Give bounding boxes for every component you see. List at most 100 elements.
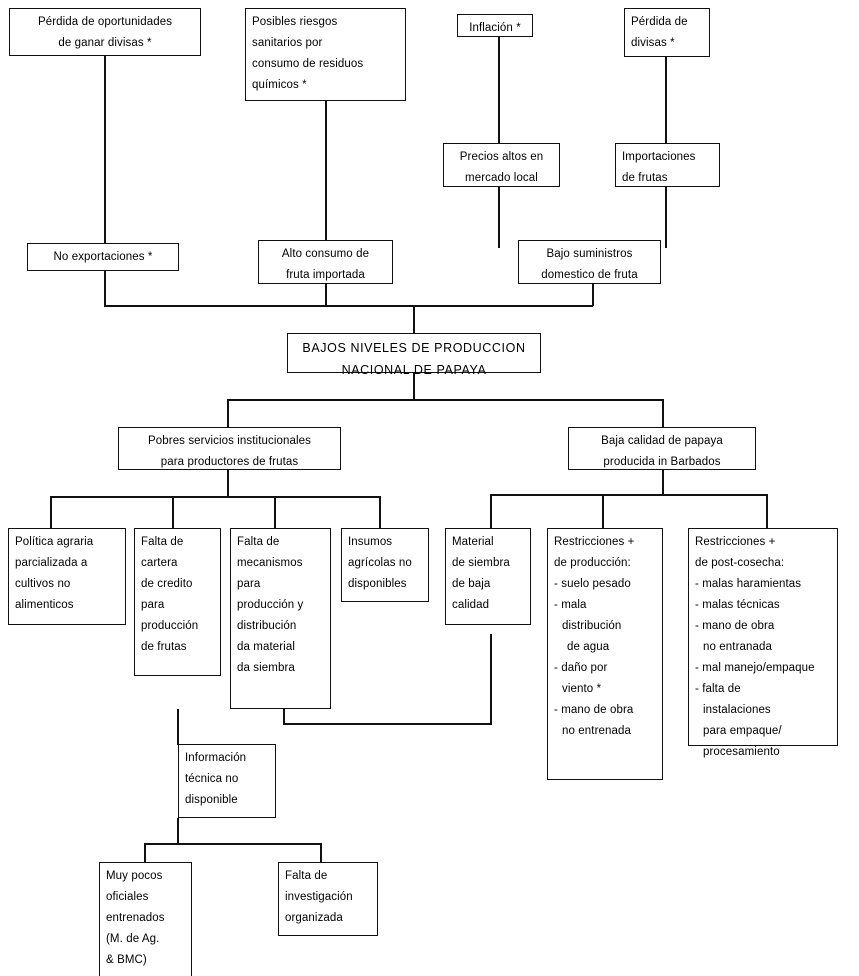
node-line: entrenados	[106, 912, 165, 924]
node-line: Material	[452, 536, 494, 548]
node-line: - mal manejo/empaque	[695, 662, 815, 674]
connector-inflacion-down	[498, 36, 500, 144]
node-line: de post-cosecha:	[695, 557, 785, 569]
node-informacion-tecnica[interactable]: Información técnica no disponible	[178, 744, 276, 818]
node-line: - mano de obra	[695, 620, 775, 632]
effects-bus-horizontal	[104, 305, 593, 307]
node-posibles-riesgos[interactable]: Posibles riesgos sanitarios por consumo …	[245, 8, 406, 101]
node-line: para productores de frutas	[160, 456, 299, 468]
connector-perdida-oportunidades-down	[104, 55, 106, 248]
node-line: de credito	[141, 578, 193, 590]
connector-baja-calidad-down	[662, 469, 664, 495]
node-line: producción	[141, 620, 199, 632]
node-line: cartera	[141, 557, 178, 569]
node-line: procesamiento	[703, 746, 780, 758]
node-perdida-oportunidades[interactable]: Pérdida de oportunidades de ganar divisa…	[9, 8, 201, 56]
node-line: (M. de Ag.	[106, 933, 160, 945]
node-falta-investigacion[interactable]: Falta de investigación organizada	[278, 862, 378, 936]
node-line: investigación	[285, 891, 353, 903]
connector-effects-bus-to-core	[413, 305, 415, 334]
connector-alto-consumo-down	[325, 283, 327, 306]
node-politica-agraria[interactable]: Política agraria parcializada a cultivos…	[8, 528, 126, 625]
node-line: disponible	[185, 794, 238, 806]
connector-left-bus-insumos	[379, 496, 381, 529]
node-line: Pobres servicios institucionales	[148, 435, 311, 447]
node-line: distribución	[237, 620, 297, 632]
node-line: - malas haramientas	[695, 578, 802, 590]
node-restricciones-produccion[interactable]: Restricciones + de producción: - suelo p…	[547, 528, 663, 780]
node-line: de ganar divisas *	[58, 37, 152, 49]
node-line: químicos *	[252, 79, 307, 91]
node-restricciones-postcosecha[interactable]: Restricciones + de post-cosecha: - malas…	[688, 528, 838, 758]
node-line: Inflación *	[469, 22, 521, 34]
node-line: de baja	[452, 578, 491, 590]
node-line: Pérdida de oportunidades	[37, 16, 173, 28]
connector-core-down	[413, 372, 415, 400]
node-line: - mala	[554, 599, 587, 611]
node-precios-altos[interactable]: Precios altos en mercado local	[443, 143, 560, 187]
node-line: de frutas	[141, 641, 187, 653]
node-line: Información	[185, 752, 247, 764]
node-line: Falta de	[141, 536, 184, 548]
node-baja-calidad[interactable]: Baja calidad de papaya producida in Barb…	[568, 427, 756, 470]
node-falta-cartera-credito[interactable]: Falta de cartera de credito para producc…	[134, 528, 221, 676]
node-line: Restricciones +	[695, 536, 776, 548]
node-line: para	[141, 599, 165, 611]
node-pobres-servicios[interactable]: Pobres servicios institucionales para pr…	[118, 427, 341, 470]
node-line: Falta de	[285, 870, 328, 882]
node-falta-mecanismos[interactable]: Falta de mecanismos para producción y di…	[230, 528, 331, 709]
node-line: para empaque/	[703, 725, 782, 737]
node-line: no entranada	[703, 641, 772, 653]
node-bajo-suministros[interactable]: Bajo suministros domestico de fruta	[518, 240, 661, 284]
node-line: calidad	[452, 599, 490, 611]
connector-bottom-bus-oficiales	[144, 843, 146, 863]
right-branch-bus	[490, 494, 767, 496]
connector-material-to-mecanismos	[283, 723, 492, 725]
connector-bus-to-baja-calidad	[662, 399, 664, 428]
connector-bus-to-pobres-servicios	[227, 399, 229, 428]
node-line: Posibles riesgos	[252, 16, 338, 28]
connector-left-bus-politica	[50, 496, 52, 529]
node-line: de frutas	[622, 172, 668, 184]
node-material-siembra[interactable]: Material de siembra de baja calidad	[445, 528, 531, 625]
node-line: Política agraria	[15, 536, 94, 548]
node-line: domestico de fruta	[541, 269, 638, 281]
node-line: parcializada a	[15, 557, 88, 569]
node-line: - mano de obra	[554, 704, 634, 716]
node-alto-consumo[interactable]: Alto consumo de fruta importada	[258, 240, 393, 284]
connector-material-siembra-down	[490, 634, 492, 724]
node-line: Falta de	[237, 536, 280, 548]
node-core-problem[interactable]: BAJOS NIVELES DE PRODUCCION NACIONAL DE …	[287, 333, 541, 377]
node-perdida-divisas[interactable]: Pérdida de divisas *	[624, 8, 710, 57]
node-line: disponibles	[348, 578, 407, 590]
node-muy-pocos-oficiales[interactable]: Muy pocos oficiales entrenados (M. de Ag…	[99, 862, 192, 976]
node-line: alimenticos	[15, 599, 74, 611]
node-insumos-agricolas[interactable]: Insumos agrícolas no disponibles	[341, 528, 429, 602]
node-importaciones-frutas[interactable]: Importaciones de frutas	[615, 143, 720, 187]
node-line: Bajo suministros	[546, 248, 633, 260]
connector-importaciones-down	[665, 186, 667, 248]
node-line: NACIONAL DE PAPAYA	[341, 363, 487, 377]
left-branch-bus	[50, 496, 380, 498]
node-line: agrícolas no	[348, 557, 412, 569]
node-line: - falta de	[695, 683, 741, 695]
connector-mecanismos-to-informacion	[177, 709, 179, 745]
node-inflacion[interactable]: Inflación *	[457, 14, 533, 37]
node-line: divisas *	[631, 37, 675, 49]
node-line: Pérdida de	[631, 16, 688, 28]
connector-pobres-servicios-down	[227, 469, 229, 497]
node-line: oficiales	[106, 891, 149, 903]
node-line: instalaciones	[703, 704, 771, 716]
node-line: para	[237, 578, 261, 590]
node-no-exportaciones[interactable]: No exportaciones *	[27, 243, 179, 271]
connector-perdida-divisas-down	[665, 56, 667, 144]
node-line: de siembra	[452, 557, 510, 569]
node-line: técnica no	[185, 773, 239, 785]
node-line: No exportaciones *	[53, 251, 153, 263]
connector-left-bus-cartera	[172, 496, 174, 529]
node-line: da siembra	[237, 662, 295, 674]
node-line: Muy pocos	[106, 870, 163, 882]
node-line: de producción:	[554, 557, 631, 569]
node-line: - daño por	[554, 662, 608, 674]
